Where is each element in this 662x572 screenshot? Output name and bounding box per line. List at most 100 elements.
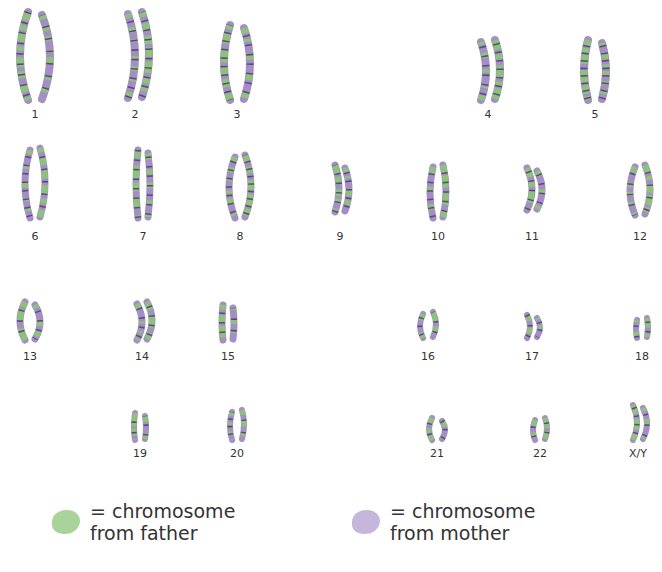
chromosome-band bbox=[233, 308, 234, 339]
chromosome-number: 17 bbox=[525, 350, 539, 363]
chromosome bbox=[345, 168, 349, 211]
chromosome-dark-band bbox=[128, 14, 135, 98]
chromosome-band bbox=[229, 157, 235, 218]
legend-swatch bbox=[52, 510, 80, 534]
chromosome-dark-band bbox=[229, 157, 235, 218]
chromosome-body bbox=[230, 412, 232, 440]
chromosome bbox=[647, 318, 648, 337]
chromosome-band bbox=[345, 168, 349, 211]
chromosome-dark-band bbox=[42, 15, 50, 99]
chromosome-body bbox=[533, 420, 535, 440]
chromosome-number: 5 bbox=[592, 108, 599, 121]
chromosome-body bbox=[242, 410, 244, 439]
chromosome bbox=[420, 314, 423, 338]
chromosome-dark-band bbox=[443, 165, 446, 217]
chromosome-dark-band bbox=[345, 168, 349, 211]
chromosome bbox=[244, 28, 250, 99]
chromosome-band bbox=[630, 167, 635, 215]
chromosome-dark-band bbox=[142, 12, 149, 97]
chromosome-band bbox=[222, 305, 223, 340]
chromosome bbox=[242, 410, 244, 439]
chromosome-dark-band bbox=[537, 171, 542, 209]
chromosome bbox=[533, 420, 535, 440]
chromosome-body bbox=[420, 314, 423, 338]
chromosome-band bbox=[537, 318, 540, 337]
chromosome-number: 2 bbox=[132, 108, 139, 121]
chromosome-dark-band bbox=[647, 318, 648, 337]
chromosome-dark-band bbox=[442, 421, 445, 439]
chromosome-dark-band bbox=[244, 28, 250, 99]
chromosome-band bbox=[495, 40, 500, 99]
chromosome-body bbox=[537, 171, 542, 209]
chromosome-band bbox=[527, 315, 530, 338]
chromosome-dark-band bbox=[630, 167, 635, 215]
chromosome bbox=[429, 418, 432, 440]
chromosome-dark-band bbox=[136, 150, 138, 218]
chromosome-band bbox=[643, 408, 647, 439]
chromosome-dark-band bbox=[495, 40, 500, 99]
chromosome-band bbox=[527, 168, 532, 210]
chromosome-dark-band bbox=[147, 302, 152, 339]
chromosome-body bbox=[136, 150, 138, 218]
chromosome-number: 11 bbox=[525, 230, 539, 243]
chromosome bbox=[537, 171, 542, 209]
chromosome-band bbox=[443, 165, 446, 217]
chromosome bbox=[643, 408, 647, 439]
chromosome-dark-band bbox=[20, 12, 28, 100]
chromosome-body bbox=[335, 165, 339, 212]
chromosome-band bbox=[142, 12, 149, 97]
chromosome-band bbox=[230, 412, 232, 440]
chromosome-band bbox=[245, 155, 251, 217]
chromosome-body bbox=[142, 12, 149, 97]
chromosome-band bbox=[147, 302, 152, 339]
chromosome-dark-band bbox=[222, 305, 223, 340]
chromosome-body bbox=[35, 305, 40, 339]
chromosome-band bbox=[481, 42, 486, 100]
chromosome bbox=[442, 421, 445, 439]
chromosome-number: 15 bbox=[221, 350, 235, 363]
chromosome-body bbox=[20, 12, 28, 100]
chromosome-band bbox=[533, 420, 535, 440]
chromosome-dark-band bbox=[335, 165, 339, 212]
chromosome-band bbox=[25, 150, 30, 218]
chromosome-dark-band bbox=[527, 315, 530, 338]
chromosome-body bbox=[224, 25, 230, 100]
chromosome bbox=[230, 412, 232, 440]
chromosome-band bbox=[636, 320, 637, 338]
legend-entry: = chromosome from mother bbox=[352, 500, 565, 544]
chromosome-body bbox=[443, 165, 446, 217]
chromosome bbox=[545, 418, 547, 439]
chromosome-band bbox=[442, 421, 445, 439]
chromosome bbox=[142, 12, 149, 97]
chromosome-band bbox=[430, 167, 433, 218]
chromosome-dark-band bbox=[134, 413, 135, 440]
chromosome-dark-band bbox=[25, 150, 30, 218]
chromosome-body bbox=[429, 418, 432, 440]
chromosome bbox=[335, 165, 339, 212]
chromosome bbox=[527, 168, 532, 210]
chromosome bbox=[42, 15, 50, 99]
chromosome-dark-band bbox=[645, 165, 650, 214]
chromosome-body bbox=[430, 167, 433, 218]
chromosome-number: 13 bbox=[23, 350, 37, 363]
chromosome-body bbox=[545, 418, 547, 439]
chromosome-body bbox=[636, 320, 637, 338]
chromosome-body bbox=[229, 157, 235, 218]
chromosome-dark-band bbox=[40, 148, 45, 217]
chromosome-band bbox=[145, 416, 146, 439]
chromosome bbox=[147, 302, 152, 339]
chromosome bbox=[224, 25, 230, 100]
chromosome-band bbox=[633, 405, 637, 440]
chromosome-dark-band bbox=[230, 412, 232, 440]
chromosome-number: 7 bbox=[140, 230, 147, 243]
chromosome-band bbox=[647, 318, 648, 337]
chromosome bbox=[636, 320, 637, 338]
chromosome-body bbox=[40, 148, 45, 217]
chromosome-band bbox=[128, 14, 135, 98]
chromosome-body bbox=[25, 150, 30, 218]
chromosome bbox=[136, 150, 138, 218]
chromosome bbox=[40, 148, 45, 217]
chromosome-dark-band bbox=[20, 302, 25, 340]
chromosome-body bbox=[42, 15, 50, 99]
